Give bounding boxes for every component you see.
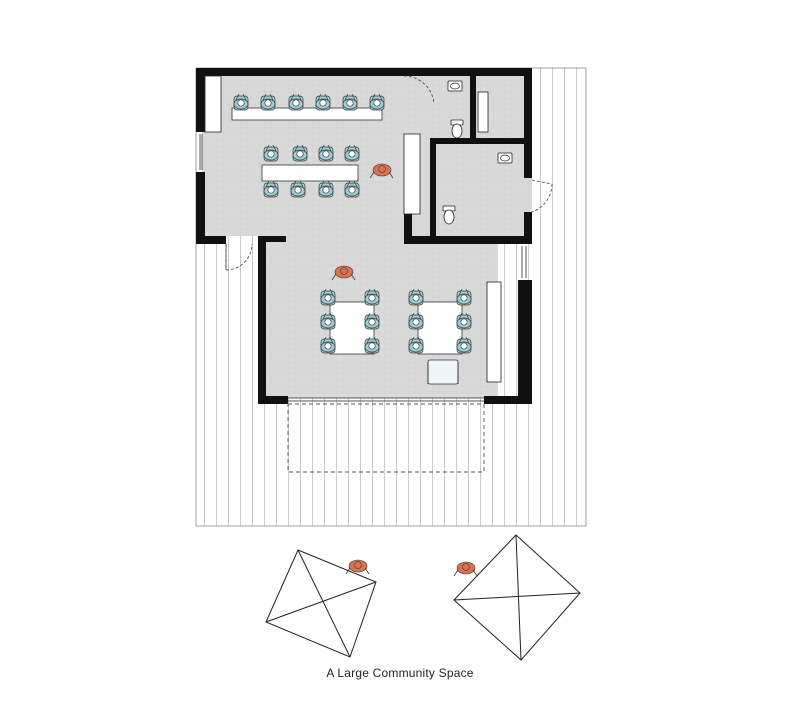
canopy-outline-dashed bbox=[287, 403, 485, 473]
doors bbox=[225, 75, 553, 271]
staff-figure bbox=[453, 561, 478, 577]
tables bbox=[231, 107, 463, 355]
toilet-icon bbox=[450, 119, 464, 139]
toilet-icon bbox=[442, 205, 456, 225]
staff-figure bbox=[345, 559, 370, 575]
drawing-caption: A Large Community Space bbox=[326, 666, 474, 680]
sink-icon bbox=[447, 80, 463, 92]
glazing bbox=[199, 134, 527, 402]
sink-icon bbox=[497, 152, 513, 164]
parasol-icon bbox=[453, 534, 581, 661]
counters bbox=[204, 75, 502, 383]
parasol-icon bbox=[265, 549, 377, 658]
wheelchair-icon bbox=[427, 359, 459, 385]
